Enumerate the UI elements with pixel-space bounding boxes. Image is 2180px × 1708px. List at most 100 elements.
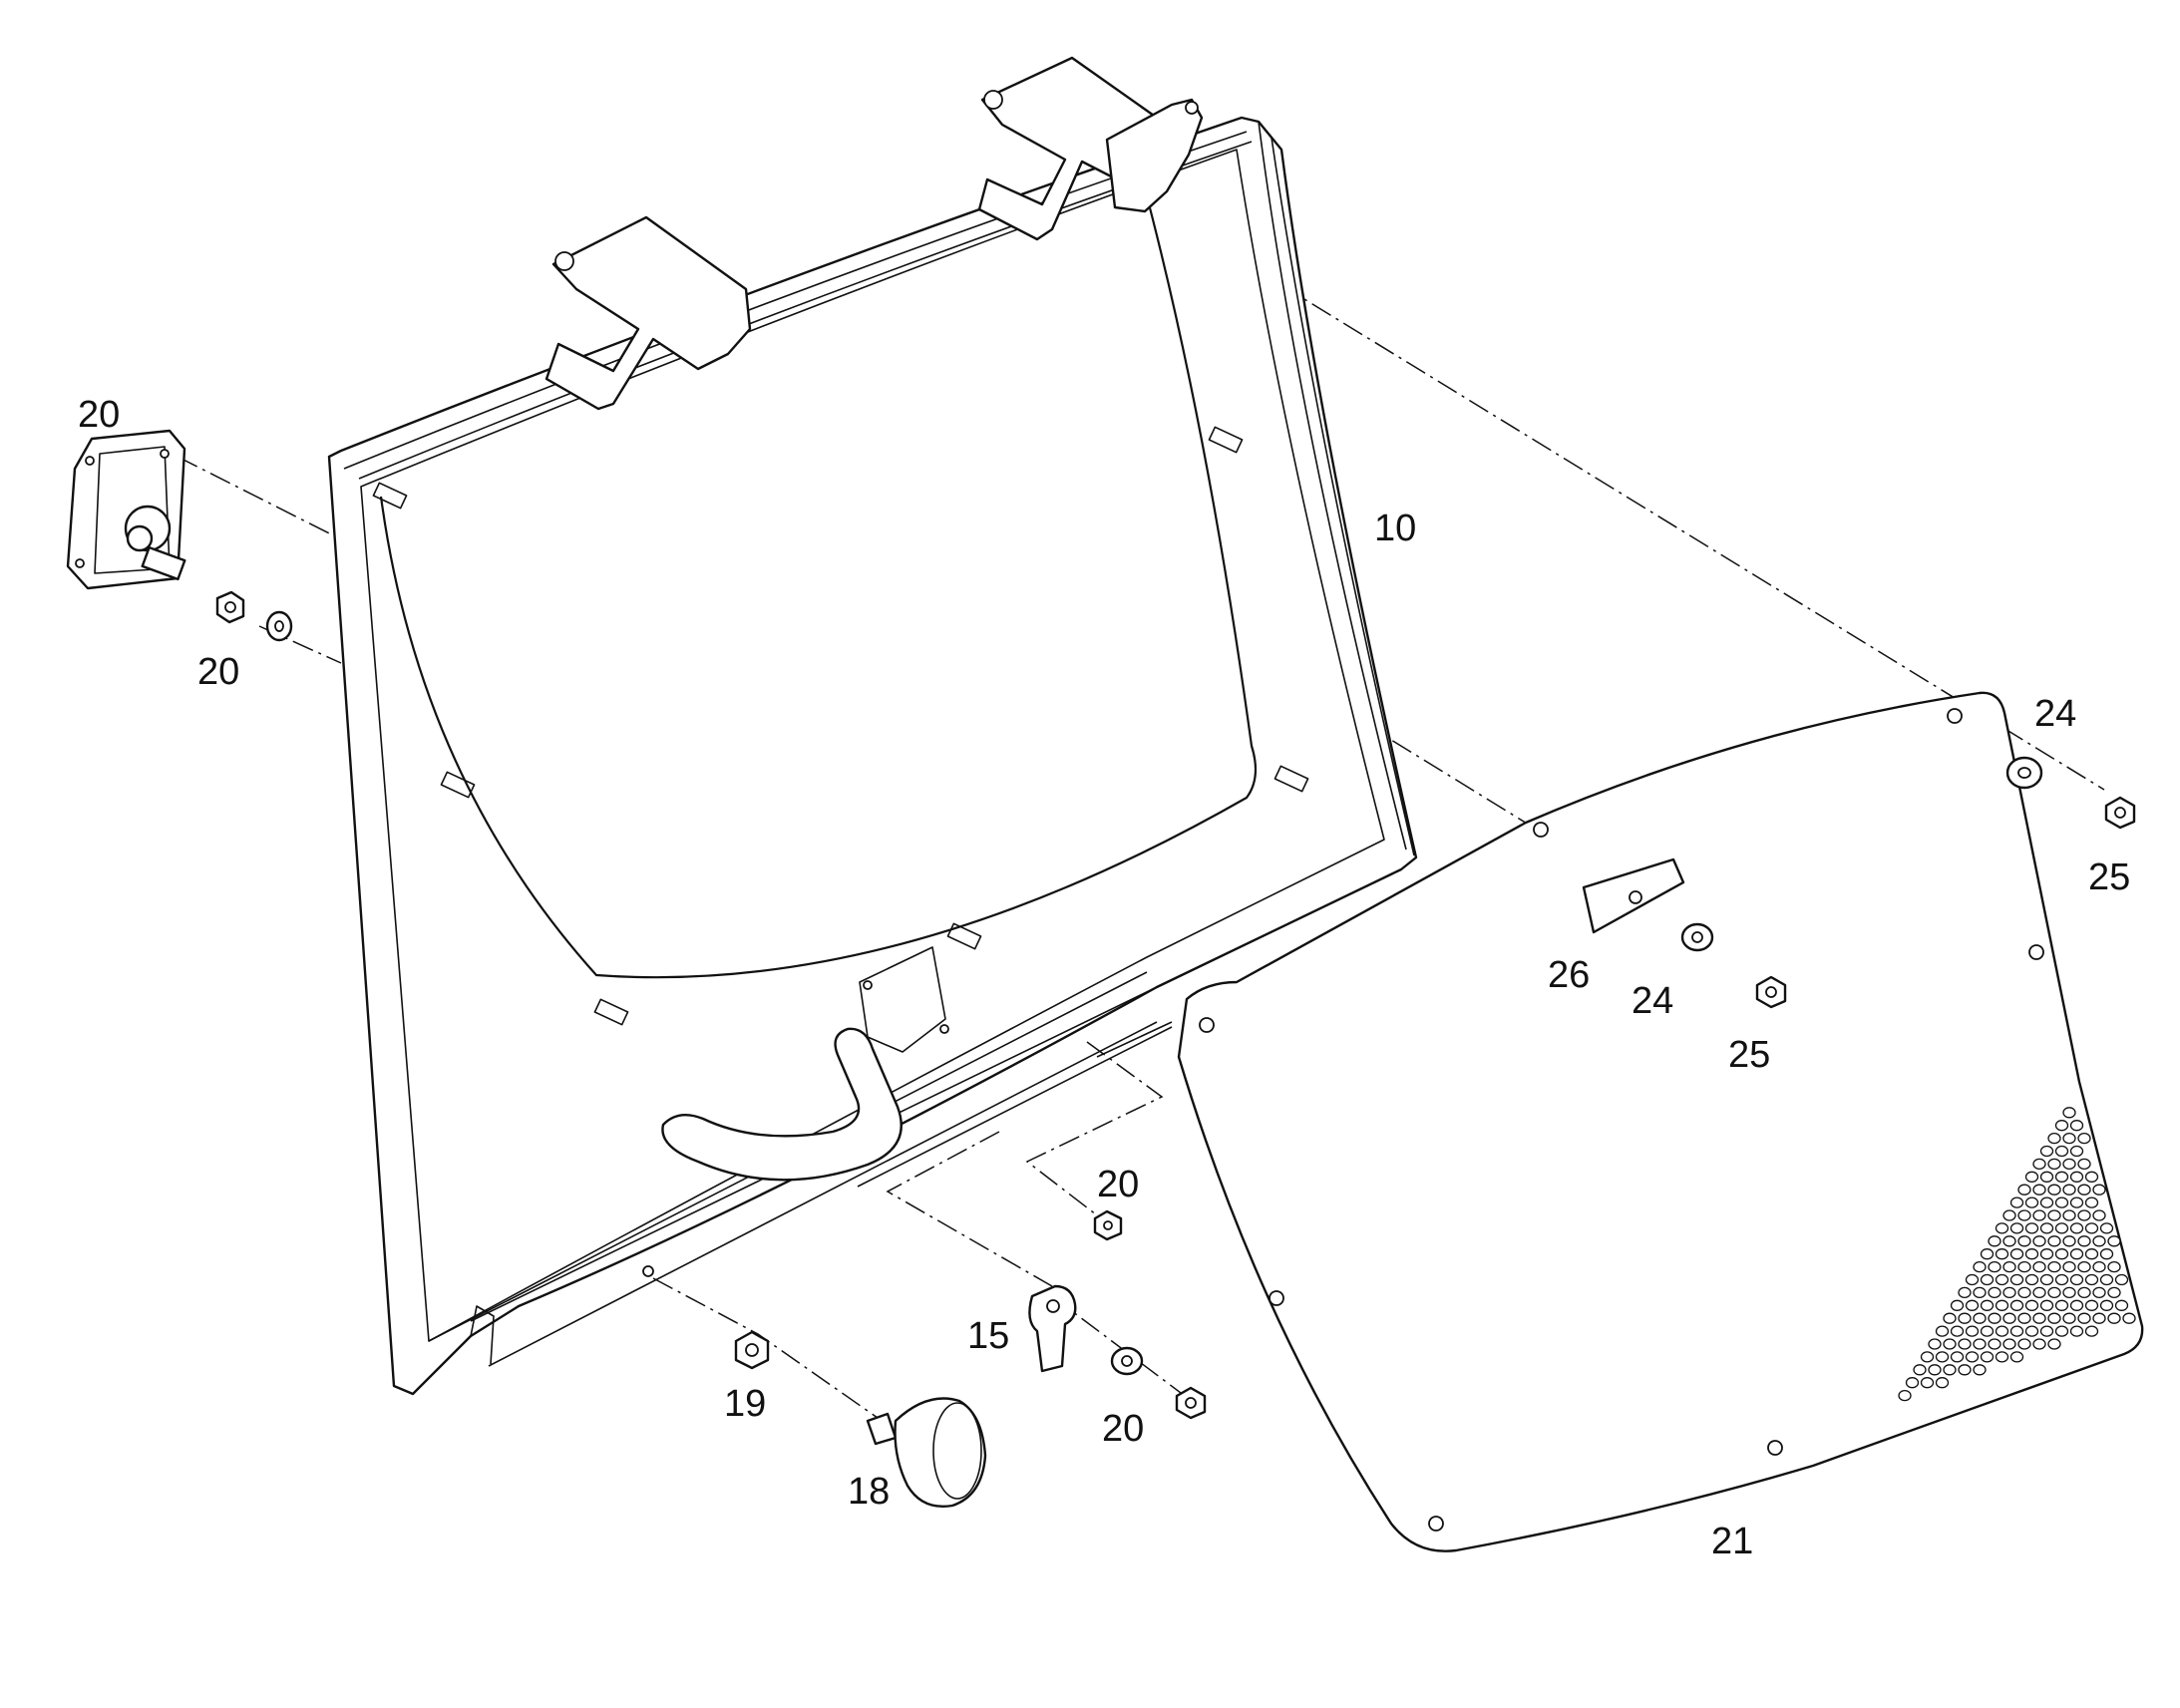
- perforation-hole: [2047, 1312, 2061, 1324]
- latch-bracket-icon: [1028, 1284, 1077, 1373]
- perforation-hole: [1913, 1364, 1927, 1376]
- perforation-hole: [2024, 1222, 2039, 1234]
- perforation-hole: [2032, 1338, 2046, 1350]
- perforation-hole: [1905, 1377, 1920, 1389]
- perforation-hole: [1958, 1312, 1972, 1324]
- plate-icon: [1582, 857, 1685, 934]
- perforation-hole: [1995, 1248, 2009, 1260]
- hex-nut-icon: [215, 590, 245, 624]
- perforation-hole: [2114, 1299, 2129, 1311]
- callout-19: 19: [724, 1383, 766, 1425]
- perforation-hole: [2099, 1248, 2114, 1260]
- perforation-hole: [2009, 1351, 2024, 1363]
- perforation-hole: [2032, 1312, 2046, 1324]
- perforation-hole: [2062, 1235, 2076, 1247]
- perforation-hole: [1973, 1286, 1987, 1299]
- perforation-hole: [1935, 1325, 1950, 1337]
- perforation-hole: [2039, 1325, 2054, 1337]
- perforation-hole: [2069, 1299, 2084, 1311]
- perforation-hole: [2017, 1235, 2031, 1247]
- perforation-hole: [2054, 1196, 2069, 1208]
- perforation-hole: [2032, 1209, 2046, 1221]
- perforation-hole: [2054, 1299, 2069, 1311]
- perforation-hole: [2084, 1248, 2099, 1260]
- perforation-hole: [2107, 1286, 2121, 1299]
- perforation-hole: [2069, 1120, 2084, 1132]
- perforation-hole: [2054, 1120, 2069, 1132]
- perforation-hole: [2054, 1145, 2069, 1158]
- perforation-hole: [2107, 1260, 2121, 1273]
- perforation-hole: [1988, 1260, 2001, 1273]
- hex-nut-icon: [1093, 1209, 1123, 1241]
- perforation-hole: [1950, 1299, 1965, 1311]
- perforation-hole: [1928, 1364, 1942, 1376]
- perforation-hole: [2062, 1184, 2076, 1196]
- perforation-hole: [2077, 1132, 2091, 1145]
- perforation-hole: [2017, 1184, 2031, 1196]
- perforation-hole: [1935, 1377, 1950, 1389]
- perforation-hole: [1973, 1260, 1987, 1273]
- perforation-hole: [2009, 1196, 2024, 1208]
- lock-assembly-icon: [66, 429, 186, 590]
- perforation-hole: [2032, 1235, 2046, 1247]
- callout-26: 26: [1548, 954, 1590, 996]
- perforation-hole: [1995, 1273, 2009, 1286]
- perforation-hole: [1920, 1351, 1935, 1363]
- perforation-hole: [2077, 1209, 2091, 1221]
- perforation-hole: [1980, 1273, 1995, 1286]
- hinge-bracket-icon: [545, 56, 1204, 411]
- callout-20-bottom: 20: [1102, 1408, 1144, 1450]
- perforation-hole: [1950, 1325, 1965, 1337]
- perforation-hole: [1950, 1351, 1965, 1363]
- perforation-hole: [2054, 1325, 2069, 1337]
- perforation-hole: [2039, 1248, 2054, 1260]
- perforation-hole: [2024, 1325, 2039, 1337]
- perforation-hole: [2077, 1158, 2091, 1171]
- perforation-hole: [1920, 1377, 1935, 1389]
- perforation-hole: [2032, 1260, 2046, 1273]
- perforation-hole: [2092, 1260, 2106, 1273]
- callout-25-top: 25: [2088, 856, 2130, 898]
- perforation-hole: [2039, 1273, 2054, 1286]
- perforation-hole: [1995, 1222, 2009, 1234]
- perforation-hole: [1973, 1312, 1987, 1324]
- perforation-hole: [2024, 1299, 2039, 1311]
- perforation-hole: [1943, 1364, 1957, 1376]
- perforation-hole: [2077, 1312, 2091, 1324]
- perforation-hole: [2024, 1196, 2039, 1208]
- callout-20-mid: 20: [1097, 1164, 1139, 1205]
- perforation-hole: [2077, 1286, 2091, 1299]
- perforation-hole: [1965, 1273, 1980, 1286]
- perforation-hole: [2002, 1286, 2016, 1299]
- perforation-hole: [2114, 1273, 2129, 1286]
- perforation-hole: [2062, 1158, 2076, 1171]
- perforation-hole: [1988, 1338, 2001, 1350]
- perforation-hole: [2047, 1158, 2061, 1171]
- perforation-hole: [2002, 1312, 2016, 1324]
- perforation-hole: [2069, 1273, 2084, 1286]
- perforation-hole: [1965, 1351, 1980, 1363]
- perforation-hole: [1980, 1299, 1995, 1311]
- perforation-hole: [2002, 1338, 2016, 1350]
- perforation-hole: [2039, 1299, 2054, 1311]
- perforation-hole: [1988, 1235, 2001, 1247]
- perforation-hole: [2092, 1235, 2106, 1247]
- perforation-hole: [2069, 1196, 2084, 1208]
- perforation-hole: [2009, 1222, 2024, 1234]
- perforation-hole: [2077, 1235, 2091, 1247]
- window-frame-icon: [327, 116, 1418, 1396]
- perforation-hole: [2084, 1273, 2099, 1286]
- perforation-hole: [2024, 1273, 2039, 1286]
- hex-nut-icon: [1175, 1386, 1207, 1420]
- washer-icon: [265, 610, 293, 642]
- rubber-bumper-icon: [866, 1397, 987, 1508]
- perforation-hole: [2077, 1260, 2091, 1273]
- perforation-hole: [2032, 1158, 2046, 1171]
- perforation-hole: [2024, 1171, 2039, 1183]
- perforation-hole: [2054, 1273, 2069, 1286]
- perforation-hole: [2107, 1312, 2121, 1324]
- perforation-hole: [2084, 1325, 2099, 1337]
- perforation-hole: [2099, 1222, 2114, 1234]
- perforation-hole: [2054, 1171, 2069, 1183]
- perforation-hole: [2047, 1338, 2061, 1350]
